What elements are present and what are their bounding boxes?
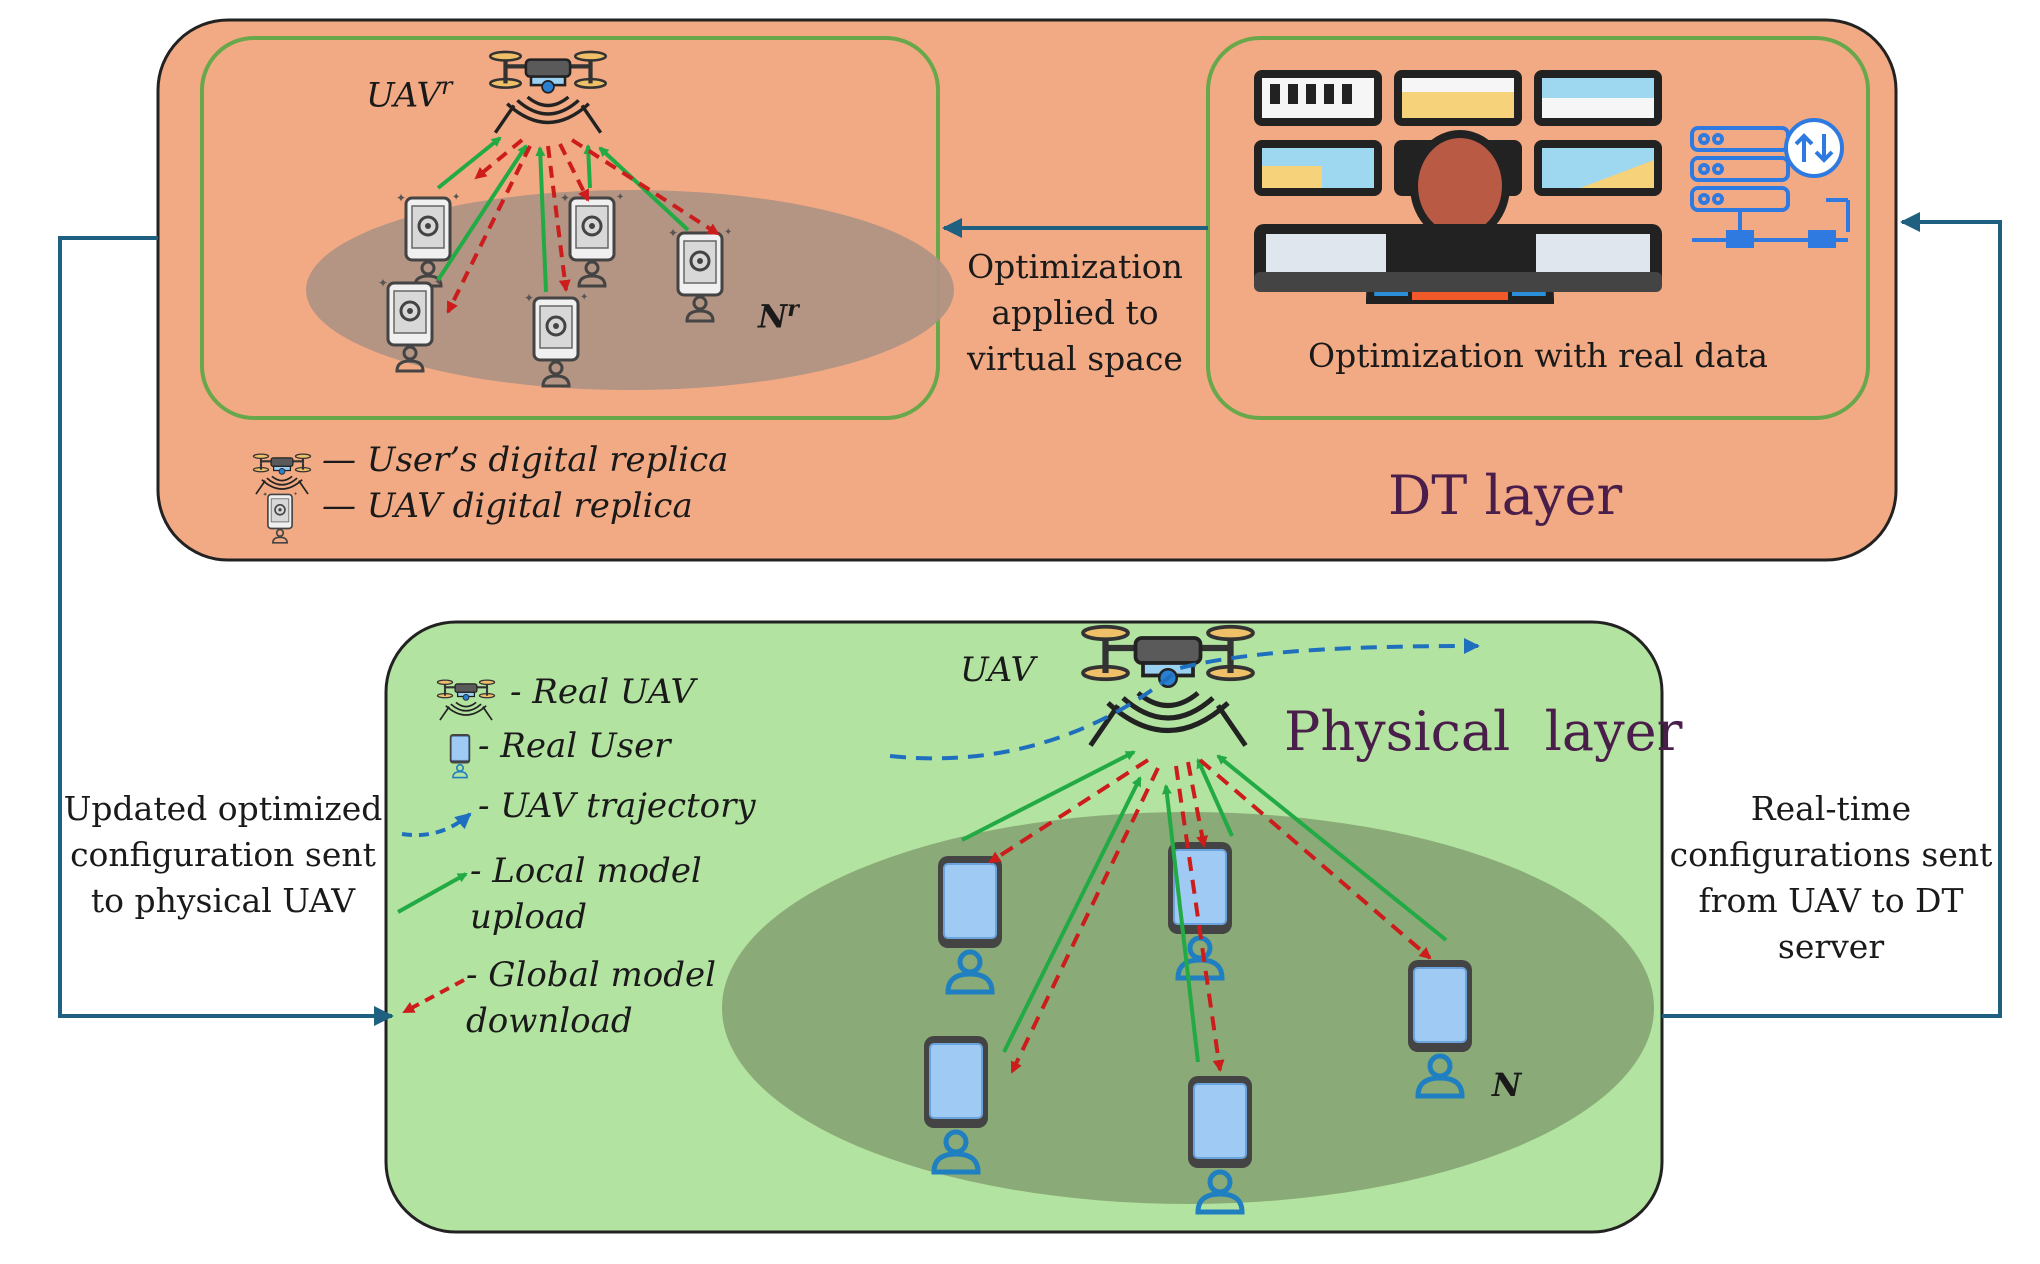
dt-users-label: Nr	[758, 296, 799, 336]
optimization-arrow-label: Optimization applied to virtual space	[967, 247, 1183, 378]
dt-legend-user-replica: — User’s digital replica	[322, 440, 729, 480]
legend-global-download: - Global model download	[466, 955, 716, 1041]
dt-download-arrows	[446, 138, 720, 314]
green-arrow-icon	[397, 872, 468, 914]
physical-upload-arrows	[961, 750, 1448, 1063]
legend-real-uav: - Real UAV	[510, 672, 695, 712]
physical-users-label: N	[1492, 1066, 1522, 1104]
legend-uav-trajectory: - UAV trajectory	[478, 786, 756, 826]
left-connector	[58, 236, 394, 1026]
server-rack-icon	[1690, 118, 1850, 248]
dt-layer-title: DT layer	[1388, 464, 1623, 527]
dt-upload-arrows	[436, 136, 690, 293]
uav-trajectory	[889, 638, 1480, 761]
dashed-blue-arrow-icon	[401, 812, 472, 838]
dt-user-area	[306, 190, 954, 390]
physical-uav-label: UAV	[960, 650, 1036, 690]
right-connector	[1662, 212, 2002, 1018]
physical-layer-title: Physical layer	[1284, 700, 1683, 763]
virtual-space-box	[200, 36, 940, 420]
legend-real-user: - Real User	[478, 726, 671, 766]
dt-uav-label: UAVr	[366, 72, 453, 116]
red-dashed-arrow-icon	[402, 978, 465, 1014]
dt-legend-uav-replica: — UAV digital replica	[322, 486, 693, 526]
right-connector-label: Real-time configurations sent from UAV t…	[1669, 789, 1993, 966]
dt-operator-icon	[1254, 70, 1662, 304]
legend-local-upload: - Local model upload	[470, 851, 702, 937]
physical-download-arrows	[988, 758, 1432, 1074]
optimization-real-data-label: Optimization with real data	[1308, 336, 1768, 375]
left-connector-label: Updated optimized configuration sent to …	[63, 789, 383, 920]
